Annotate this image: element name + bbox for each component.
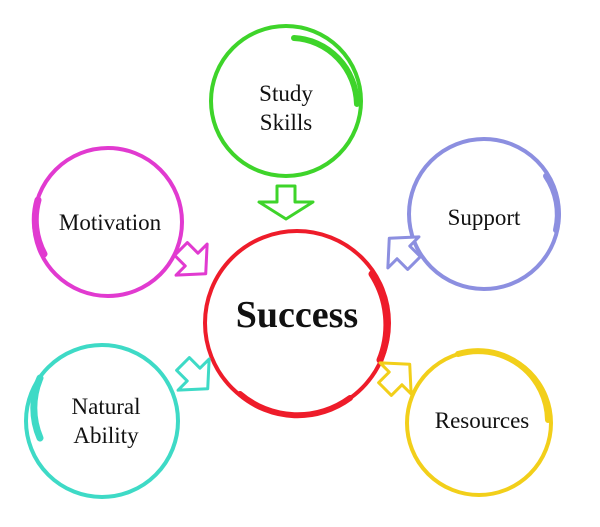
- arrow-from-motivation-icon: [173, 241, 209, 277]
- label-success: Success: [235, 294, 359, 336]
- label-support-line1: Support: [447, 205, 521, 230]
- label-natural-ability-line2: Ability: [73, 423, 139, 448]
- label-natural-ability-line1: Natural: [71, 394, 141, 419]
- ring-stroke-motivation: [31, 196, 48, 258]
- label-resources: Resources: [420, 406, 544, 435]
- arrow-from-support-icon: [386, 235, 422, 271]
- ring-study-skills: [209, 24, 363, 178]
- ring-stroke-natural-ability: [30, 374, 44, 442]
- circle-study-skills: [209, 24, 363, 178]
- circle-motivation: [31, 146, 184, 298]
- label-motivation-line1: Motivation: [58, 210, 162, 235]
- ring-stroke-success: [368, 270, 391, 364]
- arrow-from-natural-ability-icon: [175, 356, 211, 392]
- label-natural-ability: Natural Ability: [56, 392, 156, 450]
- label-motivation: Motivation: [44, 208, 176, 237]
- ring-stroke-success-bottom: [237, 391, 353, 419]
- ring-natural-ability: [24, 343, 180, 499]
- ring-stroke-resources: [455, 348, 551, 423]
- circle-natural-ability: [24, 343, 180, 499]
- label-study-skills: Study Skills: [236, 79, 336, 137]
- label-study-skills-line2: Skills: [259, 110, 313, 135]
- circle-support: [407, 137, 561, 291]
- label-study-skills-line1: Study: [259, 81, 313, 106]
- ring-stroke-support: [543, 173, 561, 233]
- circle-resources: [405, 348, 553, 497]
- ring-stroke-study-skills: [291, 35, 360, 107]
- circle-success: [203, 229, 391, 419]
- arrow-from-study-skills-icon: [257, 184, 315, 221]
- arrow-from-resources-icon: [377, 361, 413, 397]
- label-support: Support: [429, 203, 539, 232]
- label-resources-line1: Resources: [434, 408, 530, 433]
